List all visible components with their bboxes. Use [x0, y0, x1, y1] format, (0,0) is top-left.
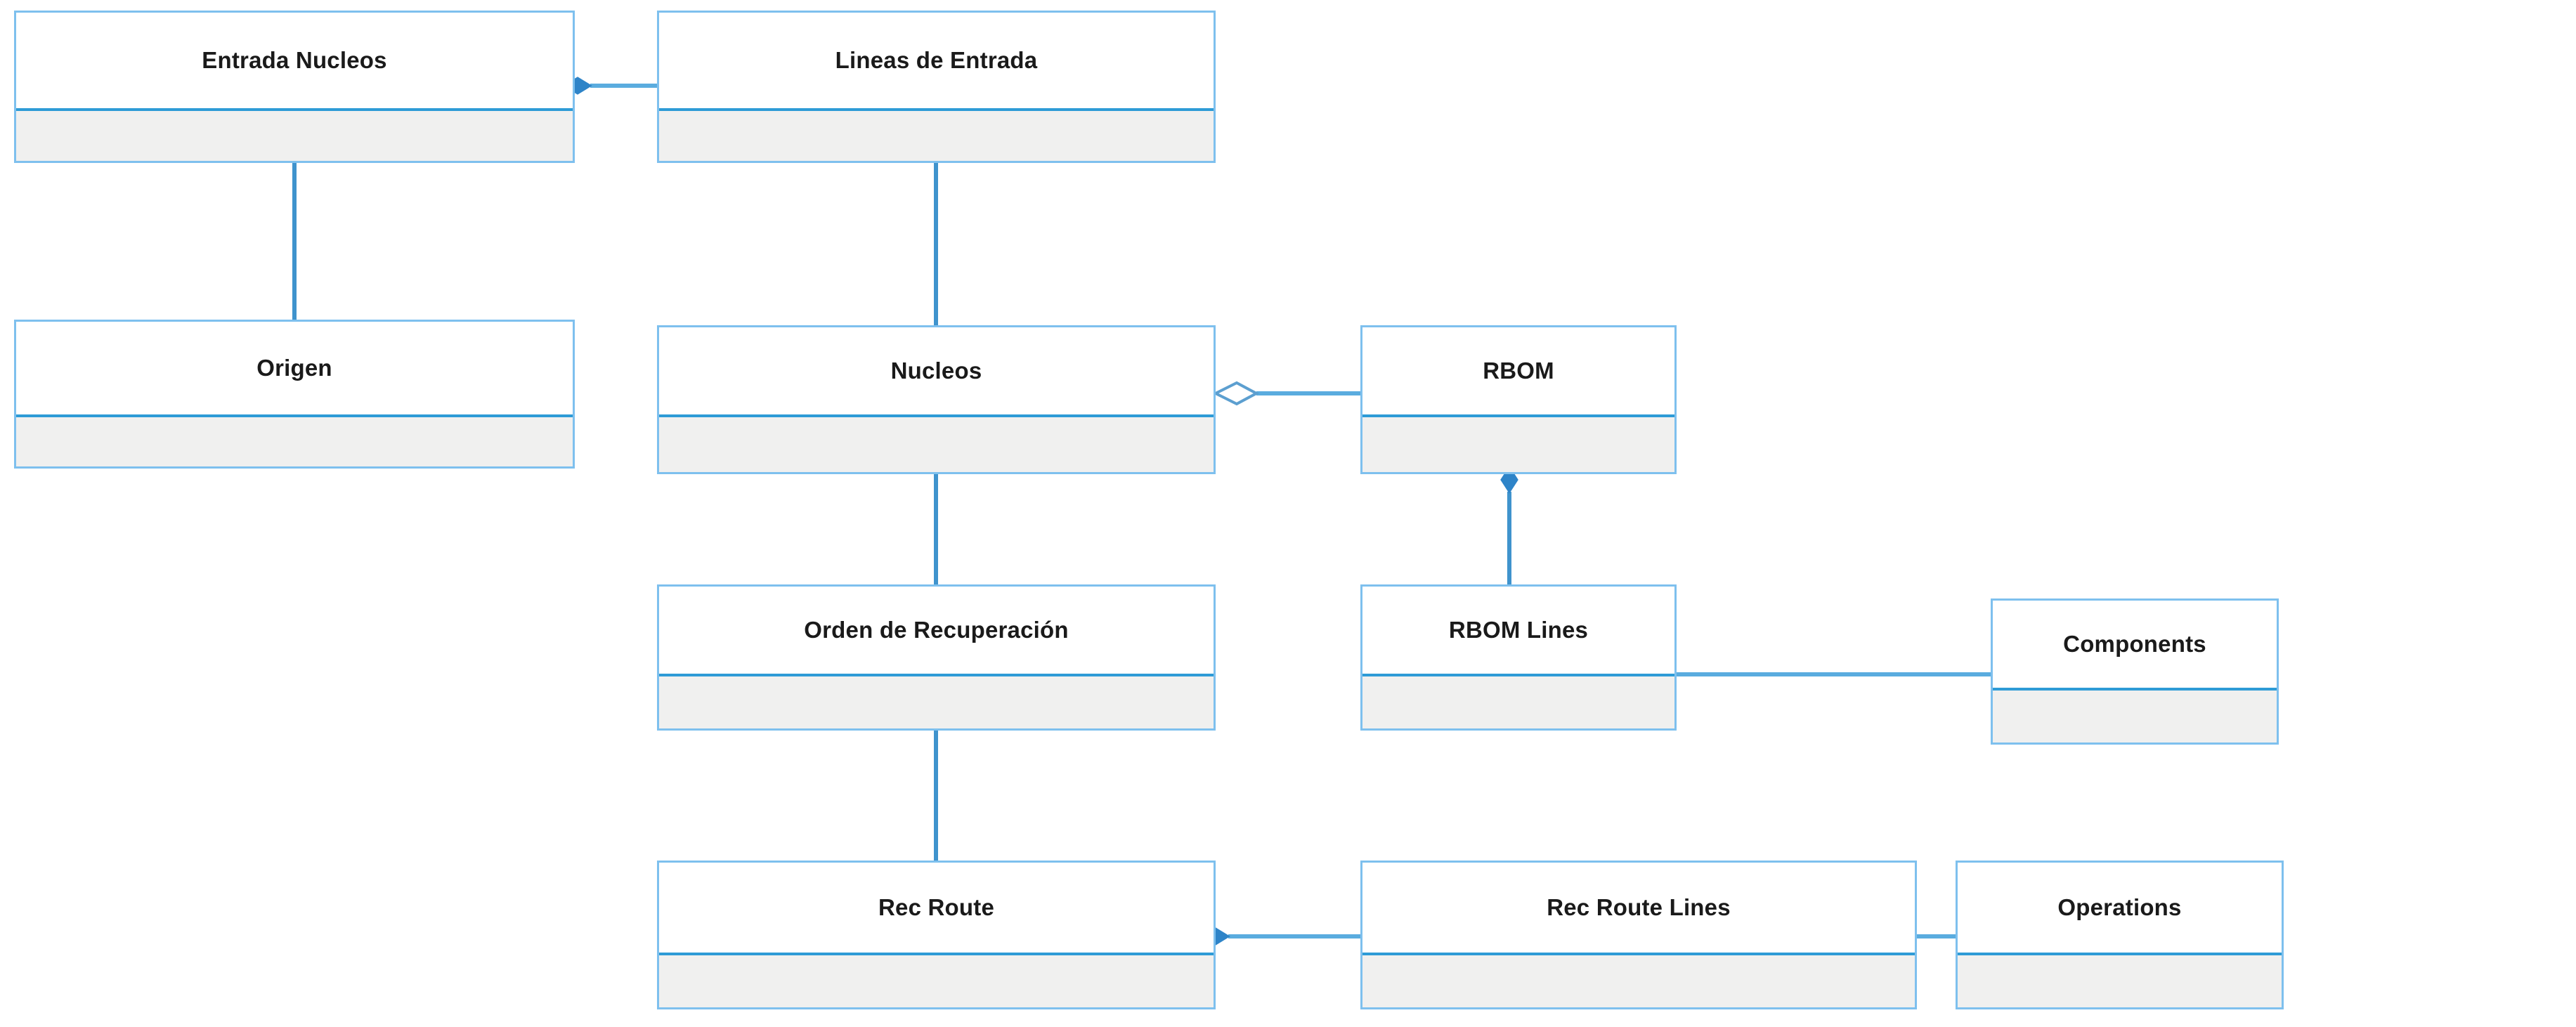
class-box-origen[interactable]: Origen — [14, 320, 575, 469]
class-attributes-compartment — [16, 417, 573, 466]
class-header: Operations — [1958, 863, 2282, 955]
class-attributes-compartment — [1362, 955, 1915, 1007]
class-box-rec-route[interactable]: Rec Route — [657, 861, 1216, 1009]
class-box-lineas-de-entrada[interactable]: Lineas de Entrada — [657, 11, 1216, 163]
class-name-label: Origen — [256, 355, 332, 381]
hollow-diamond-marker — [1212, 381, 1260, 406]
class-box-orden-de-recuperacion[interactable]: Orden de Recuperación — [657, 584, 1216, 731]
class-name-label: Rec Route Lines — [1547, 894, 1731, 920]
class-name-label: Components — [2063, 631, 2206, 657]
class-name-label: Orden de Recuperación — [804, 617, 1069, 643]
class-header: Origen — [16, 322, 573, 417]
class-attributes-compartment — [1958, 955, 2282, 1007]
class-box-rbom-lines[interactable]: RBOM Lines — [1360, 584, 1677, 731]
class-box-components[interactable]: Components — [1991, 598, 2279, 745]
class-name-label: RBOM Lines — [1448, 617, 1589, 643]
class-attributes-compartment — [659, 111, 1214, 161]
class-name-label: RBOM — [1483, 358, 1554, 384]
edge-rbom-lines-to-rbom — [1500, 466, 1518, 584]
class-name-label: Lineas de Entrada — [835, 47, 1038, 73]
class-box-nucleos[interactable]: Nucleos — [657, 325, 1216, 474]
class-attributes-compartment — [1993, 691, 2277, 743]
class-header: Nucleos — [659, 327, 1214, 417]
class-attributes-compartment — [1362, 676, 1674, 728]
class-attributes-compartment — [659, 417, 1214, 472]
class-attributes-compartment — [1362, 417, 1674, 472]
class-header: Orden de Recuperación — [659, 587, 1214, 676]
class-name-label: Nucleos — [890, 358, 982, 384]
class-header: RBOM Lines — [1362, 587, 1674, 676]
edge-lineas-de-entrada-to-entrada-nucleos — [563, 77, 657, 95]
edge-rbom-to-nucleos — [1212, 381, 1360, 406]
class-header: Rec Route Lines — [1362, 863, 1915, 955]
class-box-entrada-nucleos[interactable]: Entrada Nucleos — [14, 11, 575, 163]
class-header: RBOM — [1362, 327, 1674, 417]
class-header: Components — [1993, 601, 2277, 691]
class-attributes-compartment — [659, 955, 1214, 1007]
class-box-rec-route-lines[interactable]: Rec Route Lines — [1360, 861, 1917, 1009]
class-header: Lineas de Entrada — [659, 13, 1214, 111]
class-name-label: Entrada Nucleos — [202, 47, 387, 73]
class-name-label: Rec Route — [878, 894, 994, 920]
class-header: Rec Route — [659, 863, 1214, 955]
class-attributes-compartment — [659, 676, 1214, 728]
class-box-rbom[interactable]: RBOM — [1360, 325, 1677, 474]
class-name-label: Operations — [2057, 894, 2182, 920]
class-attributes-compartment — [16, 111, 573, 161]
class-header: Entrada Nucleos — [16, 13, 573, 111]
class-box-operations[interactable]: Operations — [1956, 861, 2284, 1009]
edge-rec-route-lines-to-rec-route — [1201, 927, 1360, 946]
